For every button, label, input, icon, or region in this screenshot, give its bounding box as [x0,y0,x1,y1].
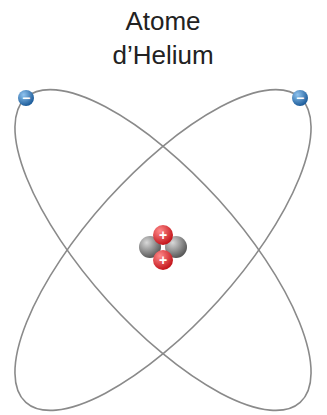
diagram-title: Atome d’Helium [93,4,233,72]
electron-charge: − [292,90,308,106]
electron-orbit [0,47,327,415]
electron [292,90,308,106]
proton [153,250,173,270]
electron-charge: − [18,90,34,106]
proton-charge: + [155,227,171,243]
proton-charge: + [155,252,171,268]
proton [153,225,173,245]
electron [18,90,34,106]
electron-orbit [0,47,327,415]
